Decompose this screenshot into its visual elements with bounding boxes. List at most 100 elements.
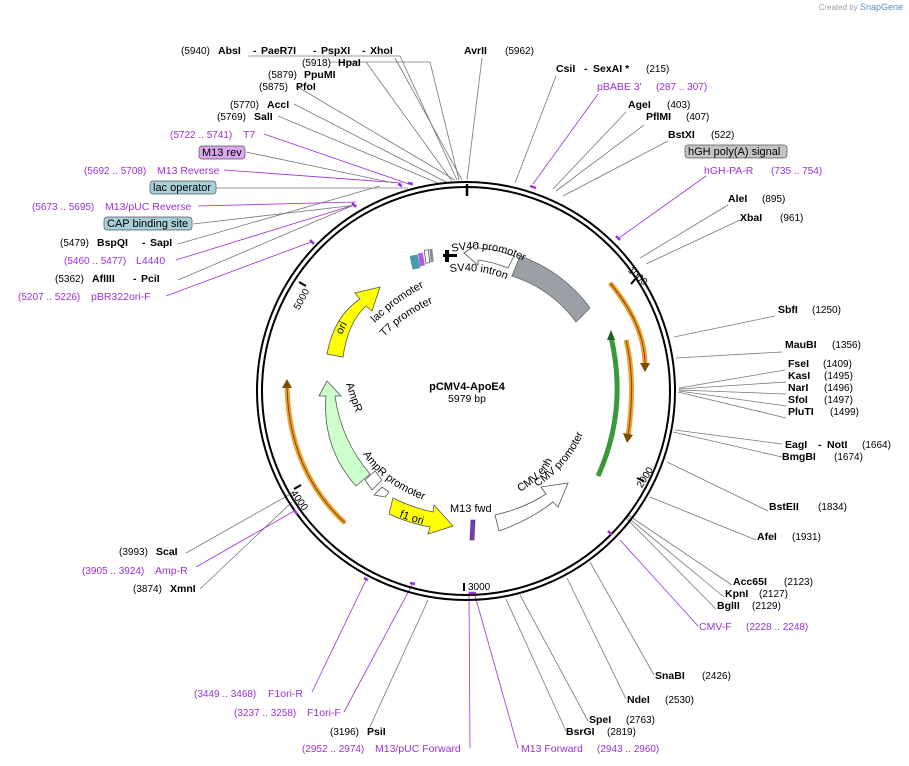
primer-l4440-range: (5460 .. 5477) — [64, 256, 126, 267]
enzyme-xbai-pos: (961) — [780, 213, 803, 224]
primer-amp-r-range: (3905 .. 3924) — [82, 566, 144, 577]
primer-pbr322ori-f: pBR322ori-F — [91, 291, 151, 303]
enzyme-bglii: BglII — [717, 600, 740, 612]
boxed-labels: M13 rev lac operator CAP binding site hG… — [103, 144, 788, 231]
enzyme-ndei-pos: (2530) — [665, 695, 694, 706]
enzyme-afliii: AflIII — [92, 273, 115, 285]
enzyme-pflmi: PflMI — [646, 111, 671, 123]
enzyme-snabi-pos: (2426) — [702, 671, 731, 682]
primer-m13-reverse-range: (5692 .. 5708) — [84, 166, 146, 177]
ampr-promoter-arrow — [373, 486, 390, 498]
enzyme-noti: NotI — [827, 439, 847, 451]
m13-fwd-mark — [469, 519, 476, 541]
enzyme-absi: AbsI — [218, 45, 241, 57]
enzyme-sfoi: SfoI — [788, 394, 808, 406]
enzyme-ppumi: PpuMI — [304, 69, 336, 81]
enzyme-agei: AgeI — [628, 99, 651, 111]
ampr-arrow — [318, 380, 371, 487]
enzyme-afei-pos: (1931) — [792, 532, 821, 543]
primer-f1ori-f-range: (3237 .. 3258) — [234, 708, 296, 719]
enzyme-bsrgi: BsrGI — [566, 726, 595, 738]
enzyme-avrii: AvrII — [464, 45, 487, 57]
primer-f1ori-f: F1ori-F — [307, 707, 341, 719]
enzyme-avrii-pos: (5962) — [505, 46, 534, 57]
primer-lines — [165, 93, 707, 749]
enzyme-nari-pos: (1496) — [824, 383, 853, 394]
enzyme-acc65i: Acc65I — [733, 576, 767, 588]
enzyme-agei-pos: (403) — [667, 100, 690, 111]
enzyme-sbfi: SbfI — [778, 304, 798, 316]
primer-m13puc-forward: M13/pUC Forward — [375, 743, 461, 755]
enzyme-sfoi-pos: (1497) — [824, 395, 853, 406]
enzyme-bsrgi-pos: (2819) — [607, 727, 636, 738]
enzyme-acci-pos: (5770) — [230, 100, 259, 111]
enzyme-bsteii-pos: (1834) — [818, 502, 847, 513]
enzyme-pfoi: PfoI — [296, 81, 316, 93]
enzyme-scai: ScaI — [156, 546, 178, 558]
primer-pbr322ori-f-range: (5207 .. 5226) — [18, 292, 80, 303]
primer-m13puc-reverse-range: (5673 .. 5695) — [32, 202, 94, 213]
primer-t7-range: (5722 .. 5741) — [170, 130, 232, 141]
connector-lines — [177, 55, 787, 732]
enzyme-acc65i-pos: (2123) — [784, 577, 813, 588]
orf-green — [595, 336, 620, 478]
cap-binding-box — [103, 216, 193, 231]
enzyme-snabi: SnaBI — [655, 670, 685, 682]
enzyme-bspqi: BspQI — [97, 237, 128, 249]
enzyme-bstxi-pos: (522) — [711, 130, 734, 141]
lac-operator-box — [149, 180, 217, 195]
primer-f1ori-r: F1ori-R — [268, 688, 303, 700]
enzyme-csii: CsiI — [556, 63, 575, 75]
features — [282, 242, 650, 541]
enzyme-fsei-pos: (1409) — [823, 359, 852, 370]
enzyme-paer7i: PaeR7I — [261, 45, 296, 57]
enzyme-pluti: PluTI — [788, 406, 814, 418]
svg-text:-: - — [584, 63, 588, 75]
primer-t7: T7 — [243, 129, 255, 141]
enzyme-afei: AfeI — [757, 531, 777, 543]
enzyme-sapi: SapI — [150, 237, 172, 249]
enzyme-sbfi-pos: (1250) — [812, 305, 841, 316]
enzyme-fsei: FseI — [788, 358, 809, 370]
enzyme-bmgbi: BmgBI — [782, 451, 816, 463]
sv40-promoter-arrow — [463, 242, 515, 269]
enzyme-absi-pos: (5940) — [181, 46, 210, 57]
hgh-polya-arc — [511, 255, 591, 323]
enzyme-kasi: KasI — [788, 370, 810, 382]
svg-text:CMV promoter: CMV promoter — [532, 430, 586, 490]
svg-text:-: - — [313, 45, 317, 57]
enzyme-alei-pos: (895) — [762, 194, 785, 205]
m13-rev-box — [198, 145, 246, 160]
enzyme-hpai: HpaI — [338, 57, 361, 69]
snapgene-credit: Created by SnapGene — [819, 2, 903, 12]
tick-4000: 4000 — [288, 488, 310, 513]
enzyme-xmni-pos: (3874) — [133, 584, 162, 595]
enzyme-pluti-pos: (1499) — [830, 407, 859, 418]
label-cmv-promoter: CMV promoter — [532, 430, 586, 490]
enzyme-eagi: EagI — [785, 439, 807, 451]
primer-labels: pBABE 3' (287 .. 307) hGH-PA-R (735 .. 7… — [18, 81, 822, 755]
enzyme-xmni: XmnI — [170, 583, 196, 595]
svg-text:-: - — [253, 45, 257, 57]
enzyme-pfoi-pos: (5875) — [259, 82, 288, 93]
primer-hgh-pa-r: hGH-PA-R — [704, 165, 754, 177]
label-ampr: AmpR — [343, 381, 364, 414]
svg-text:ori: ori — [334, 320, 350, 337]
enzyme-afliii-pos: (5362) — [55, 274, 84, 285]
svg-text:-: - — [133, 273, 137, 285]
enzyme-labels: (5940) AbsI - PaeR7I - PspXI - XhoI AvrI… — [55, 45, 891, 738]
enzyme-acci: AccI — [267, 99, 289, 111]
credit-brand: SnapGene — [859, 2, 903, 12]
svg-text:-: - — [818, 439, 822, 451]
primer-m13-forward-range: (2943 .. 2960) — [597, 744, 659, 755]
hgh-polya-box — [684, 144, 788, 159]
primer-pbabe3: pBABE 3' — [597, 81, 642, 93]
label-m13-fwd: M13 fwd — [450, 503, 492, 515]
enzyme-alei: AleI — [728, 193, 747, 205]
tick-5000: 5000 — [292, 287, 312, 312]
primer-cmv-f-range: (2228 .. 2248) — [746, 622, 808, 633]
primer-m13puc-forward-range: (2952 .. 2974) — [302, 744, 364, 755]
enzyme-bmgbi-pos: (1674) — [834, 452, 863, 463]
box-lines — [192, 151, 408, 225]
